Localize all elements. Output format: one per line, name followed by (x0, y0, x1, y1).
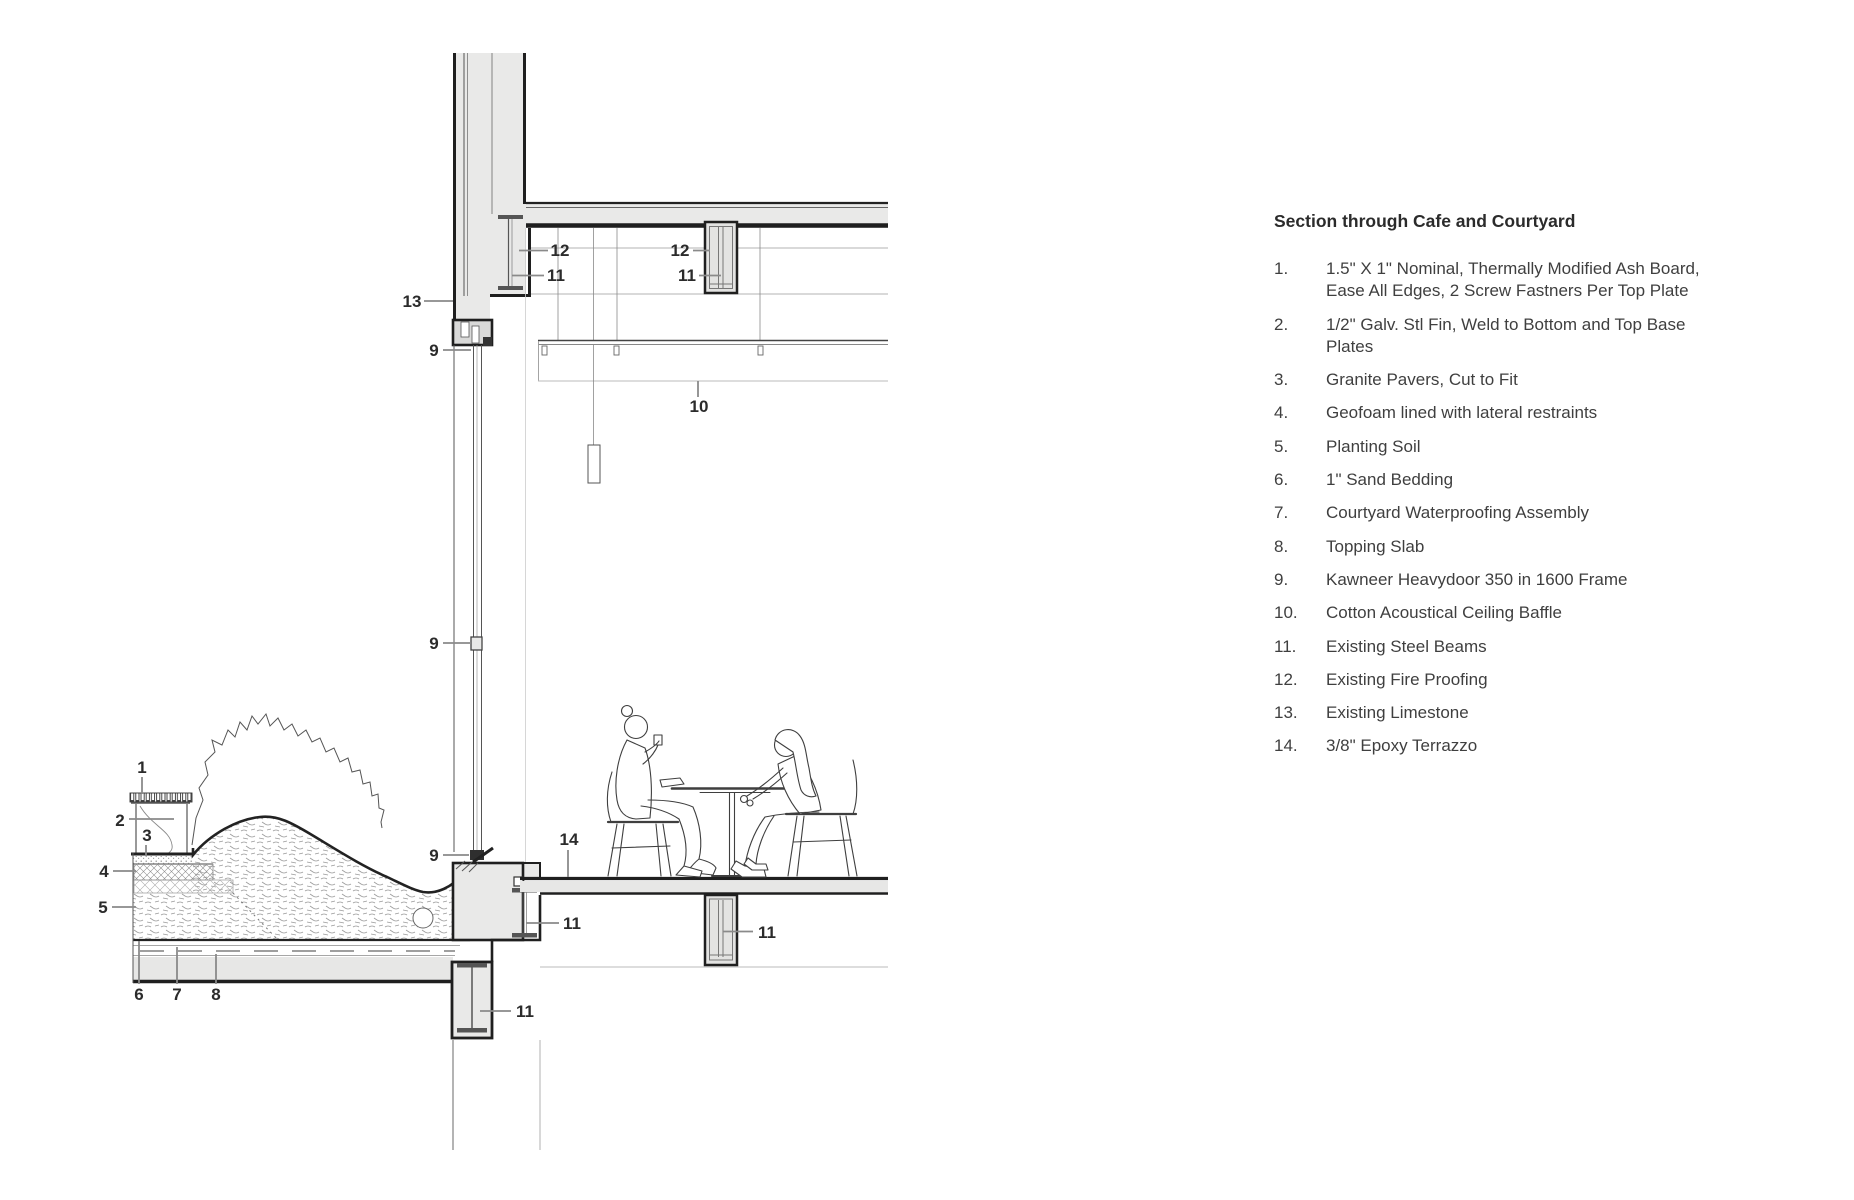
callout-8: 8 (211, 985, 220, 1004)
legend-item-number: 14. (1274, 736, 1298, 756)
legend-item-number: 10. (1274, 603, 1298, 623)
person-left (615, 704, 717, 878)
legend-item-text: Kawneer Heavydoor 350 in 1600 Frame (1326, 569, 1628, 589)
legend-item-text: 1" Sand Bedding (1326, 470, 1454, 490)
legend-item-text: 1/2" Galv. Stl Fin, Weld to Bottom and T… (1326, 314, 1686, 356)
ceiling-beam-fireproofed (703, 220, 739, 295)
limestone-wall (453, 53, 531, 345)
legend-list: 1. 1.5" X 1" Nominal, Thermally Modified … (1274, 258, 1734, 758)
chair-left (606, 771, 680, 877)
legend-item-text: Granite Pavers, Cut to Fit (1326, 370, 1518, 390)
callout-labels: 13 12 11 12 11 9 10 9 14 9 11 11 11 1 2 … (98, 241, 776, 1021)
legend-item-text: Existing Limestone (1326, 703, 1469, 723)
callout-5: 5 (98, 898, 107, 917)
callout-9: 9 (429, 846, 438, 865)
callout-9: 9 (429, 634, 438, 653)
wall-base (450, 860, 542, 1150)
legend-item-text: Courtyard Waterproofing Assembly (1326, 503, 1589, 523)
legend-item-text: Topping Slab (1326, 536, 1425, 556)
legend-item-number: 13. (1274, 703, 1298, 723)
legend-item-text: 3/8" Epoxy Terrazzo (1326, 736, 1478, 756)
courtyard (129, 712, 472, 984)
legend-item: 2. 1/2" Galv. Stl Fin, Weld to Bottom and… (1274, 314, 1734, 359)
legend-item: 8. Topping Slab (1274, 536, 1734, 558)
cafe-floor (520, 876, 888, 968)
legend-item: 7. Courtyard Waterproofing Assembly (1274, 502, 1734, 524)
person-right (730, 729, 822, 878)
legend-item-number: 2. (1274, 314, 1289, 334)
callout-14: 14 (560, 830, 579, 849)
legend-item: 9. Kawneer Heavydoor 350 in 1600 Frame (1274, 569, 1734, 591)
legend-item-number: 8. (1274, 536, 1289, 556)
callout-3: 3 (142, 826, 151, 845)
callout-leaders (112, 249, 753, 1012)
legend-item-text: Cotton Acoustical Ceiling Baffle (1326, 603, 1562, 623)
legend-item-text: 1.5" X 1" Nominal, Thermally Modified As… (1326, 259, 1700, 301)
legend-item: 10. Cotton Acoustical Ceiling Baffle (1274, 602, 1734, 624)
callout-11: 11 (758, 923, 776, 942)
baffle-system (538, 228, 888, 484)
legend-item-number: 3. (1274, 370, 1289, 390)
ceiling-baffle (587, 444, 601, 484)
callout-1: 1 (137, 758, 146, 777)
bush-outline (191, 712, 385, 846)
callout-6: 6 (134, 985, 143, 1004)
chair-right (784, 759, 858, 877)
legend-item: 1. 1.5" X 1" Nominal, Thermally Modified … (1274, 258, 1734, 303)
legend: Section through Cafe and Courtyard 1. 1.5… (1274, 211, 1734, 769)
legend-item-text: Planting Soil (1326, 436, 1421, 456)
legend-item-number: 7. (1274, 503, 1289, 523)
legend-item-text: Existing Steel Beams (1326, 636, 1487, 656)
legend-item: 12. Existing Fire Proofing (1274, 669, 1734, 691)
legend-item-text: Existing Fire Proofing (1326, 669, 1488, 689)
legend-item-number: 4. (1274, 403, 1289, 423)
callout-10: 10 (690, 397, 709, 416)
legend-item-number: 9. (1274, 569, 1289, 589)
callout-7: 7 (172, 985, 181, 1004)
floor-beam-fireproofed (703, 893, 739, 967)
door-assembly (451, 228, 526, 876)
legend-item: 11. Existing Steel Beams (1274, 636, 1734, 658)
geofoam (133, 863, 214, 881)
legend-item-text: Geofoam lined with lateral restraints (1326, 403, 1598, 423)
callout-11: 11 (563, 914, 581, 933)
topping-slab (133, 957, 453, 980)
legend-item: 3. Granite Pavers, Cut to Fit (1274, 369, 1734, 391)
legend-title: Section through Cafe and Courtyard (1274, 211, 1576, 231)
cafe-scene (606, 704, 858, 878)
soil-mound-outline (191, 815, 472, 894)
callout-4: 4 (99, 862, 109, 881)
callout-11: 11 (516, 1002, 534, 1021)
door-bottom-shoe (470, 850, 484, 860)
legend-item-number: 5. (1274, 436, 1289, 456)
legend-item-number: 12. (1274, 669, 1298, 689)
legend-item: 14. 3/8" Epoxy Terrazzo (1274, 735, 1734, 757)
legend-item-number: 11. (1274, 636, 1297, 656)
callout-12: 12 (551, 241, 570, 260)
legend-item: 13. Existing Limestone (1274, 702, 1734, 724)
legend-item: 4. Geofoam lined with lateral restraints (1274, 402, 1734, 424)
legend-item: 6. 1" Sand Bedding (1274, 469, 1734, 491)
callout-9: 9 (429, 341, 438, 360)
callout-12: 12 (671, 241, 690, 260)
drain-pipe (412, 907, 434, 929)
legend-item-number: 1. (1274, 259, 1289, 278)
legend-item: 5. Planting Soil (1274, 436, 1734, 458)
callout-11: 11 (678, 266, 696, 285)
callout-11: 11 (547, 266, 565, 285)
callout-13: 13 (403, 292, 422, 311)
section-drawing: 13 12 11 12 11 9 10 9 14 9 11 11 11 1 2 … (98, 53, 888, 1150)
callout-2: 2 (115, 811, 124, 830)
bench-ash-boards (129, 792, 193, 803)
door-mid-anchor (470, 636, 483, 651)
legend-item-number: 6. (1274, 470, 1289, 490)
